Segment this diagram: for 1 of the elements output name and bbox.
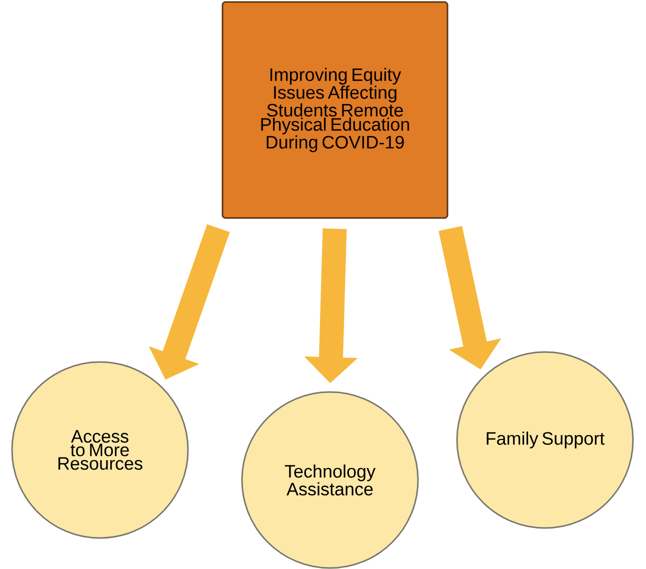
title-box: Improving Equity Issues Affecting Students Remote Physical Education During COVID-19 <box>222 1 448 219</box>
